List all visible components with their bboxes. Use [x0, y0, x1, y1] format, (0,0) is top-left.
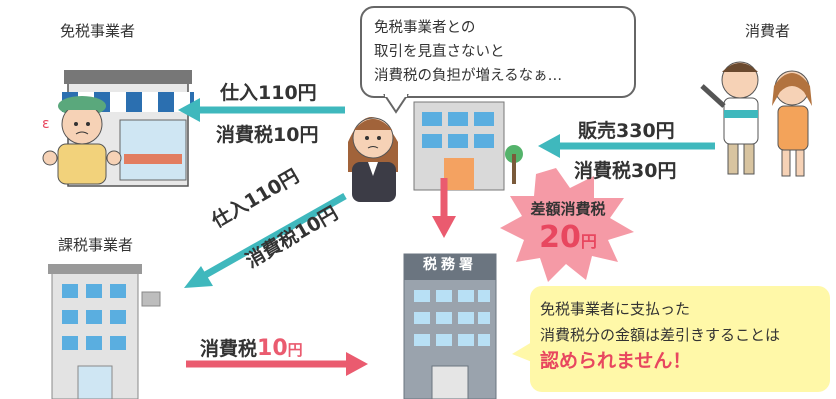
to-exempt-tax: 消費税10円 — [216, 124, 319, 146]
burst-title: 差額消費税 — [530, 200, 606, 218]
consumers-illustration — [700, 61, 812, 177]
note-line-2: 消費税分の金額は差引きすることは — [540, 326, 781, 344]
consumer-tax: 消費税30円 — [574, 160, 677, 182]
arrow-to-exempt-head — [178, 98, 200, 122]
arrow-to-taxable — [198, 192, 347, 282]
taxable-business-label: 課税事業者 — [58, 236, 134, 254]
note-line-1: 免税事業者に支払った — [540, 300, 691, 318]
business-owner-illustration — [348, 101, 523, 202]
taxable-building-illustration — [48, 264, 161, 399]
taxable-to-office-prefix: 消費税 — [200, 338, 258, 360]
consumer-sale: 販売330円 — [578, 120, 675, 142]
note-emphasis: 認められません！ — [540, 350, 692, 372]
burst-shape — [500, 168, 634, 282]
bubble-line-2: 取引を見直さないと — [374, 44, 505, 60]
arrow-to-office-head — [432, 216, 456, 238]
exempt-shop-illustration: ε — [42, 70, 194, 187]
burst-amount-group: 20円 — [518, 220, 618, 255]
burst-unit: 円 — [580, 232, 597, 251]
tax-office-label: 税務署 — [423, 257, 477, 273]
exempt-business-label: 免税事業者 — [60, 22, 136, 40]
bubble-line-1: 免税事業者との — [374, 20, 476, 36]
taxable-to-office-amount: 10 — [257, 336, 288, 361]
svg-text:ε: ε — [42, 116, 50, 132]
bubble-line-3: 消費税の負担が増えるなぁ… — [374, 68, 563, 84]
taxable-to-office-label: 消費税10円 — [200, 334, 303, 361]
note-tail — [512, 342, 532, 362]
bubble-tail — [383, 94, 409, 114]
warning-note: 免税事業者に支払った 消費税分の金額は差引きすることは 認められません！ — [530, 286, 830, 392]
arrow-from-consumer-head — [538, 134, 560, 158]
speech-bubble: 免税事業者との 取引を見直さないと 消費税の負担が増えるなぁ… — [360, 6, 636, 98]
arrow-taxable-to-office-head — [346, 352, 368, 376]
to-exempt-purchase: 仕入110円 — [220, 82, 317, 104]
arrow-to-taxable-head — [184, 266, 213, 288]
taxable-to-office-unit: 円 — [287, 341, 303, 359]
consumer-label: 消費者 — [745, 22, 791, 40]
tax-office-illustration — [403, 253, 497, 399]
burst-amount: 20 — [539, 220, 581, 255]
